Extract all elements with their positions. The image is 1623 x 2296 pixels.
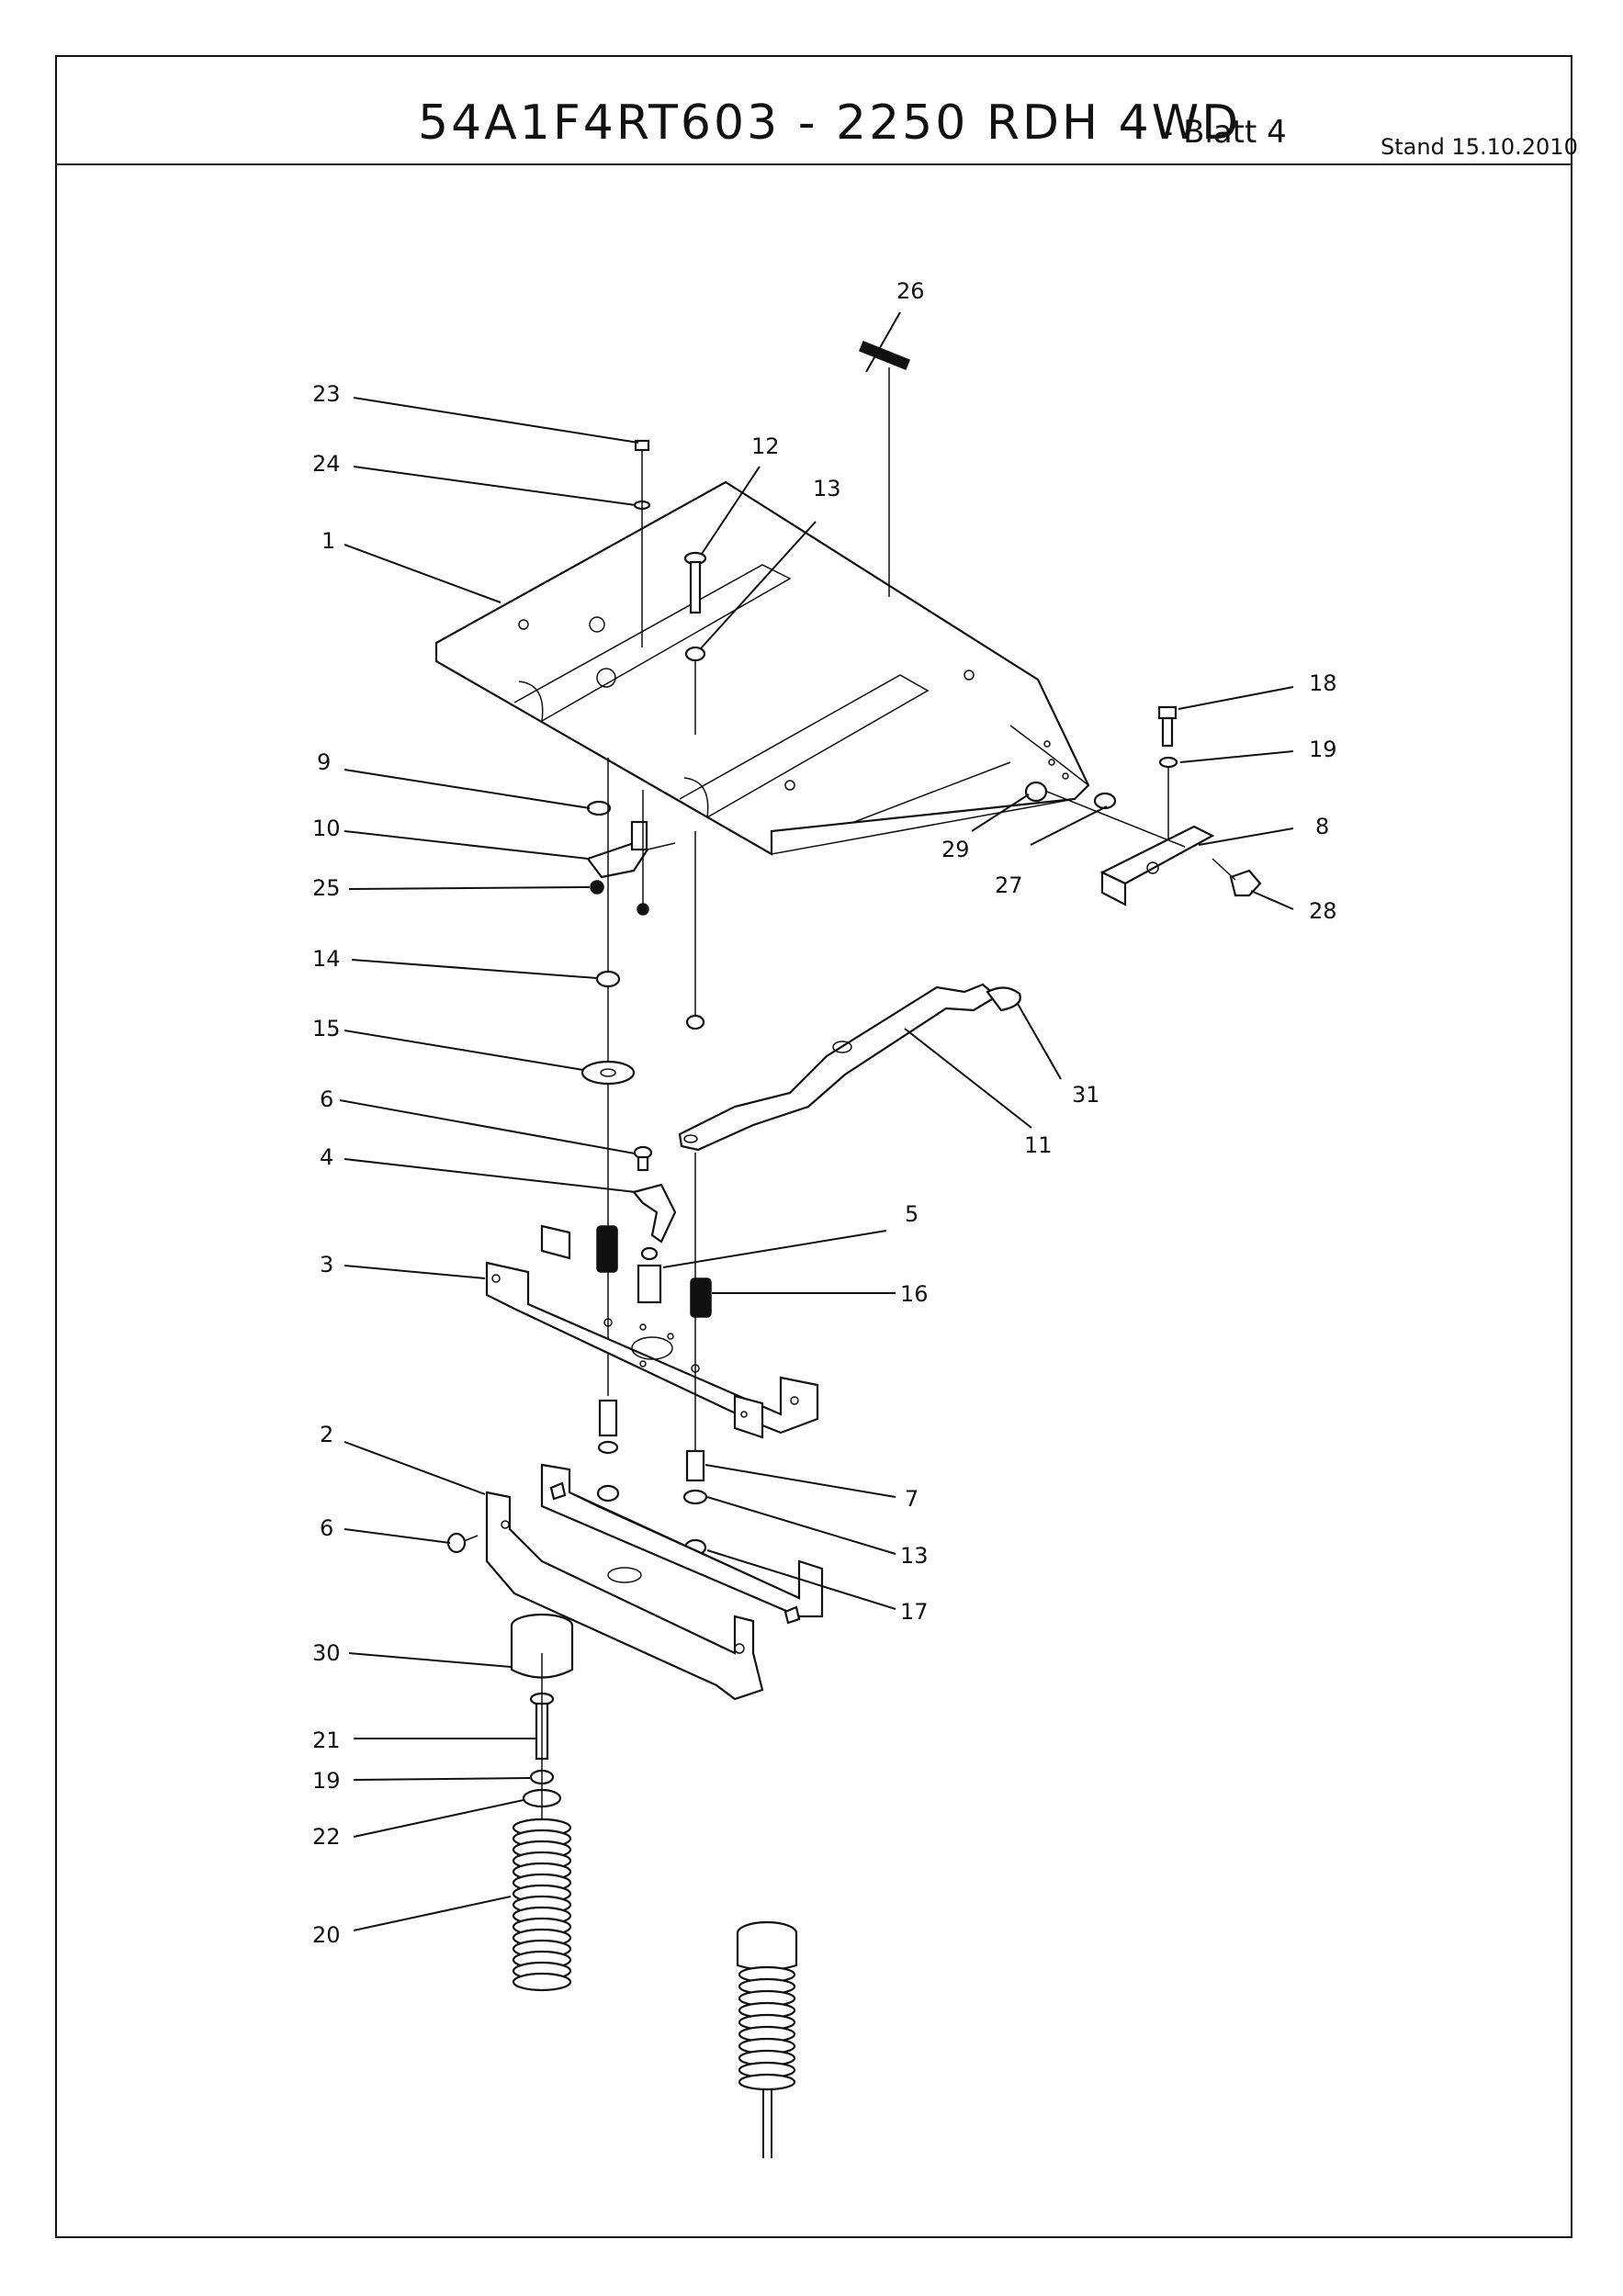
callout-7: 7 xyxy=(905,1486,919,1512)
part-11-lever xyxy=(678,831,1021,1378)
spring-coil xyxy=(738,2073,796,2091)
callout-26: 26 xyxy=(896,278,925,304)
callout-5: 5 xyxy=(905,1201,919,1227)
callout-labels: 23 24 1 12 13 26 18 19 8 28 27 29 9 10 2… xyxy=(312,278,1337,1948)
callout-25: 25 xyxy=(312,875,341,901)
part-6-screw xyxy=(446,1532,479,1554)
part-12-13-bolt xyxy=(683,551,707,735)
callout-19-top: 19 xyxy=(1309,737,1337,762)
assembled-spring-unit xyxy=(736,1920,798,2158)
part-seat-plate xyxy=(434,480,1090,856)
callout-12: 12 xyxy=(751,433,780,459)
part-8-bracket-group xyxy=(1024,705,1262,906)
sheet-number: - Blatt 4 xyxy=(1162,114,1287,151)
header-divider xyxy=(55,163,1572,165)
part-20-coil-spring xyxy=(512,1818,572,1992)
part-2-frame xyxy=(485,1463,824,1701)
part-3-channel xyxy=(485,1224,819,1439)
callout-13-bottom: 13 xyxy=(900,1543,929,1569)
callout-18: 18 xyxy=(1309,670,1337,696)
callout-21: 21 xyxy=(312,1728,341,1753)
part-30-bushing-stack xyxy=(510,1613,574,1828)
part-26-spring xyxy=(859,341,910,597)
callout-14: 14 xyxy=(312,946,341,972)
part-23-24-screw xyxy=(633,439,651,647)
callout-31: 31 xyxy=(1072,1082,1100,1108)
part-4-5-6-fittings xyxy=(596,1145,712,1318)
callout-leaders xyxy=(339,311,1294,1931)
callout-30: 30 xyxy=(312,1640,341,1666)
callout-6-top: 6 xyxy=(320,1086,333,1112)
callout-4: 4 xyxy=(320,1144,333,1170)
callout-15: 15 xyxy=(312,1016,341,1041)
callout-2: 2 xyxy=(320,1422,333,1447)
callout-1: 1 xyxy=(321,528,335,554)
callout-17: 17 xyxy=(900,1599,929,1625)
callout-29: 29 xyxy=(941,837,970,862)
part-14-15-nut-washer xyxy=(580,970,636,1086)
callout-10: 10 xyxy=(312,816,341,841)
callout-20: 20 xyxy=(312,1922,341,1948)
callout-27: 27 xyxy=(995,872,1023,898)
drawing-frame xyxy=(55,55,1572,2238)
callout-16: 16 xyxy=(900,1281,929,1307)
revision-date: Stand 15.10.2010 xyxy=(1381,134,1578,160)
callout-28: 28 xyxy=(1309,898,1337,924)
callout-24: 24 xyxy=(312,451,341,477)
callout-11: 11 xyxy=(1024,1132,1053,1158)
callout-19-bottom: 19 xyxy=(312,1768,341,1794)
callout-3: 3 xyxy=(320,1252,333,1277)
callout-22: 22 xyxy=(312,1824,341,1850)
callout-23: 23 xyxy=(312,381,341,407)
callout-8: 8 xyxy=(1315,814,1329,839)
callout-6-bottom: 6 xyxy=(320,1515,333,1541)
callout-9: 9 xyxy=(317,749,331,775)
spring-coil xyxy=(512,1972,572,1992)
callout-13-top: 13 xyxy=(813,476,841,501)
drawing-title: 54A1F4RT603 - 2250 RDH 4WD xyxy=(418,96,1242,151)
